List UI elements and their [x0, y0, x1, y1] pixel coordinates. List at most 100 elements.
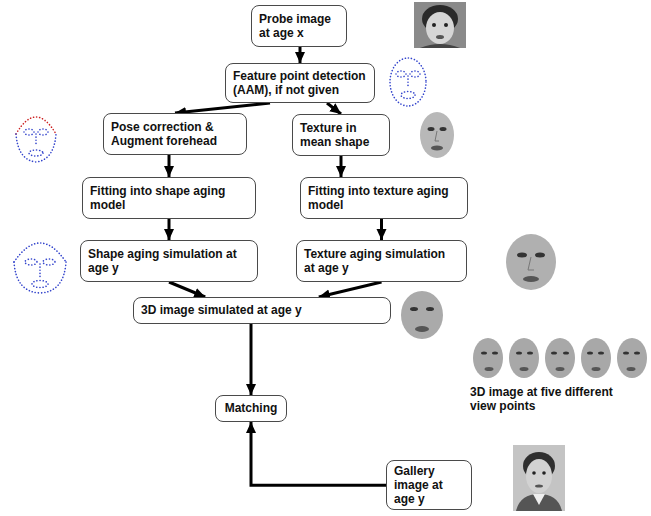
shape-points-forehead-part: [29, 150, 43, 156]
aged-shape-points-part: [25, 259, 37, 265]
mean-texture-face-part: [428, 127, 435, 131]
aged-shape-points-part: [39, 264, 41, 277]
aged-texture-face-part: [528, 257, 534, 270]
texture-box: Texture in mean shape: [292, 114, 390, 156]
texture-fit-box: Fitting into texture aging model: [300, 177, 468, 219]
gallery-photo-part: [513, 445, 565, 511]
mean-texture-face-part: [440, 127, 447, 131]
aged-shape-points-part: [14, 243, 66, 262]
box-text: 3D image simulated at age y: [141, 303, 302, 317]
five-view-faces-part: [556, 367, 565, 371]
five-view-faces-part: [627, 367, 636, 371]
aged-texture-face: [506, 234, 556, 290]
five-view-faces-part: [509, 338, 539, 378]
pose-box: Pose correction & Augment forehead: [103, 113, 247, 155]
flow-arrow: [168, 155, 171, 177]
detection-box: Feature point detection (AAM), if not gi…: [225, 63, 375, 103]
flow-arrow: [250, 324, 253, 395]
five-view-faces-part: [581, 338, 611, 378]
gallery-photo-part: [526, 459, 552, 493]
mean-texture-face-part: [420, 112, 454, 158]
simulated-3d-face-part: [426, 307, 434, 311]
feature-points-part: [401, 92, 415, 99]
five-view-faces-part: [527, 351, 533, 354]
five-view-faces-part: [617, 338, 647, 378]
simulated-3d-face-part: [415, 326, 429, 332]
box-text: Texture aging simulation at age y: [304, 247, 459, 275]
five-view-faces: [473, 338, 647, 378]
box-text: Shape aging simulation at age y: [88, 247, 250, 275]
probe-photo-part: [414, 2, 466, 48]
probe-photo-part: [436, 35, 444, 39]
shape-points-forehead-part: [16, 134, 56, 162]
box-text: Pose correction & Augment forehead: [111, 120, 239, 148]
gallery-photo-part: [532, 471, 536, 475]
mean-texture-face-part: [435, 131, 439, 141]
mean-texture-face: [420, 112, 454, 158]
mean-texture-face-part: [431, 146, 443, 151]
five-view-faces-part: [473, 338, 503, 378]
five-view-faces-part: [623, 351, 629, 354]
probe-photo: [414, 2, 466, 48]
shape-points-forehead-part: [35, 134, 37, 146]
feature-points-part: [410, 71, 420, 77]
flow-arrow: [251, 422, 386, 485]
aged-texture-face-part: [506, 234, 556, 290]
aged-texture-face-part: [517, 253, 527, 258]
shape-fit-box: Fitting into shape aging model: [82, 177, 256, 219]
matching-box: Matching: [215, 395, 287, 422]
flow-arrow: [340, 156, 343, 177]
feature-points-part: [407, 76, 409, 88]
shape-points-forehead-part: [16, 117, 56, 134]
five-view-faces-part: [516, 351, 522, 354]
aged-shape-points-part: [14, 262, 66, 293]
five-view-faces-part: [592, 367, 601, 371]
gallery-photo-part: [516, 494, 562, 511]
five-view-faces-part: [545, 338, 575, 378]
probe-box: Probe image at age x: [251, 5, 347, 47]
flow-arrow: [169, 282, 205, 297]
box-text: Probe image at age x: [259, 12, 339, 40]
aged-shape-points: [14, 243, 66, 293]
box-text: Fitting into shape aging model: [90, 184, 248, 212]
feature-points-part: [396, 71, 406, 77]
five-view-faces-part: [634, 351, 640, 354]
aged-texture-face-part: [535, 253, 545, 258]
flow-arrow: [327, 103, 341, 114]
flow-arrow: [319, 282, 382, 297]
five-view-faces-part: [481, 351, 487, 354]
gallery-box: Gallery image at age y: [386, 460, 472, 510]
five-view-faces-part: [485, 367, 494, 371]
probe-photo-part: [426, 12, 454, 44]
caption-label: 3D image at five different view points: [470, 385, 635, 413]
aged-shape-points-part: [43, 259, 55, 265]
probe-photo-part: [432, 23, 436, 27]
aged-shape-points-part: [32, 281, 48, 288]
box-text: Matching: [225, 401, 278, 415]
simulated-3d-face: [401, 291, 443, 339]
flow-arrow: [175, 103, 270, 113]
gallery-photo-part: [542, 471, 546, 475]
flow-arrow: [168, 219, 171, 240]
probe-photo-part: [444, 23, 448, 27]
gallery-photo-part: [533, 494, 545, 505]
simulated-3d-face-part: [410, 307, 418, 311]
texture-sim-box: Texture aging simulation at age y: [296, 240, 467, 282]
five-view-faces-part: [520, 367, 529, 371]
shape-sim-box: Shape aging simulation at age y: [80, 240, 258, 282]
shape-points-forehead-part: [24, 129, 34, 135]
simulated-3d-box: 3D image simulated at age y: [133, 297, 391, 324]
five-view-faces-part: [563, 351, 569, 354]
feature-points-part: [390, 58, 426, 106]
simulated-3d-face-part: [401, 291, 443, 339]
feature-points: [390, 58, 426, 106]
box-text: Gallery image at age y: [394, 464, 464, 506]
flow-arrow: [380, 219, 383, 240]
gallery-photo-part: [535, 484, 543, 487]
five-view-faces-part: [551, 351, 557, 354]
five-view-faces-part: [598, 351, 604, 354]
shape-points-forehead-part: [38, 129, 48, 135]
gallery-photo: [513, 445, 565, 511]
five-view-faces-part: [492, 351, 498, 354]
probe-photo-part: [420, 44, 460, 48]
